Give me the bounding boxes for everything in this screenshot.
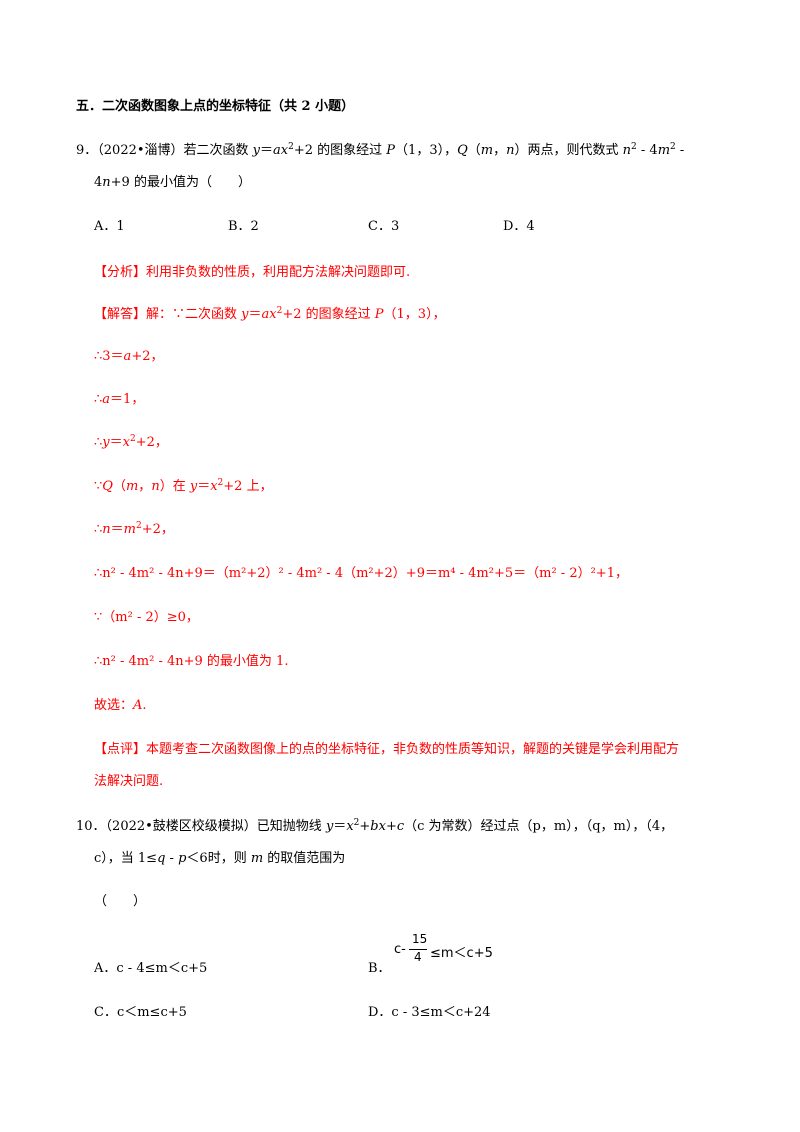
q9-solution-head: 【解答】解：∵二次函数 y＝ax2+2 的图象经过 P（1，3）， <box>94 306 446 323</box>
q9-step-2: ∴a＝1， <box>94 392 145 407</box>
q9-option-b: B．2 <box>228 219 259 234</box>
q9-step-1: ∴3＝a+2， <box>94 349 164 364</box>
q10-option-c: C．c＜m≤c+5 <box>94 1005 187 1020</box>
q9-option-c: C．3 <box>368 219 400 234</box>
q9-step-5: ∴n＝m2+2， <box>94 521 174 538</box>
q9-stem-line2: 4n+9 的最小值为（ ） <box>94 175 251 190</box>
q9-step-6: ∴n² - 4m² - 4n+9＝（m²+2）² - 4m² - 4（m²+2）… <box>94 566 628 581</box>
q9-analysis: 【分析】利用非负数的性质，利用配方法解决问题即可. <box>94 265 411 280</box>
q9-step-8: ∴n² - 4m² - 4n+9 的最小值为 1. <box>94 654 289 669</box>
q9-comment-line1: 【点评】本题考查二次函数图像上的点的坐标特征，非负数的性质等知识，解题的关键是学… <box>94 742 680 757</box>
q9-option-a: A．1 <box>94 219 125 234</box>
q9-step-7: ∵（m² - 2）≥0， <box>94 610 199 625</box>
q9-stem-line1: 9．（2022•淄博）若二次函数 y＝ax2+2 的图象经过 P（1，3），Q（… <box>76 142 685 159</box>
q10-option-b-formula: c- 15 4 ≤m＜c+5 <box>394 932 493 964</box>
q10-option-d: D．c - 3≤m＜c+24 <box>368 1005 491 1020</box>
q10-option-b-label: B． <box>368 961 391 976</box>
q9-step-4: ∵Q（m，n）在 y＝x2+2 上， <box>94 478 273 495</box>
section-title: 五．二次函数图象上点的坐标特征（共 2 小题） <box>76 99 355 114</box>
q9-comment-line2: 法解决问题. <box>94 774 164 789</box>
q9-step-3: ∴y＝x2+2， <box>94 434 168 451</box>
q10-answer-paren: （ ） <box>94 894 147 909</box>
q10-stem-line1: 10．（2022•鼓楼区校级模拟）已知抛物线 y＝x2+bx+c（c 为常数）经… <box>76 818 674 835</box>
q9-option-d: D．4 <box>503 219 535 234</box>
q10-stem-line2: c），当 1≤q - p＜6时，则 m 的取值范围为 <box>94 851 346 866</box>
q10-option-a: A．c - 4≤m＜c+5 <box>94 961 208 976</box>
q9-choice: 故选：A. <box>94 698 147 713</box>
